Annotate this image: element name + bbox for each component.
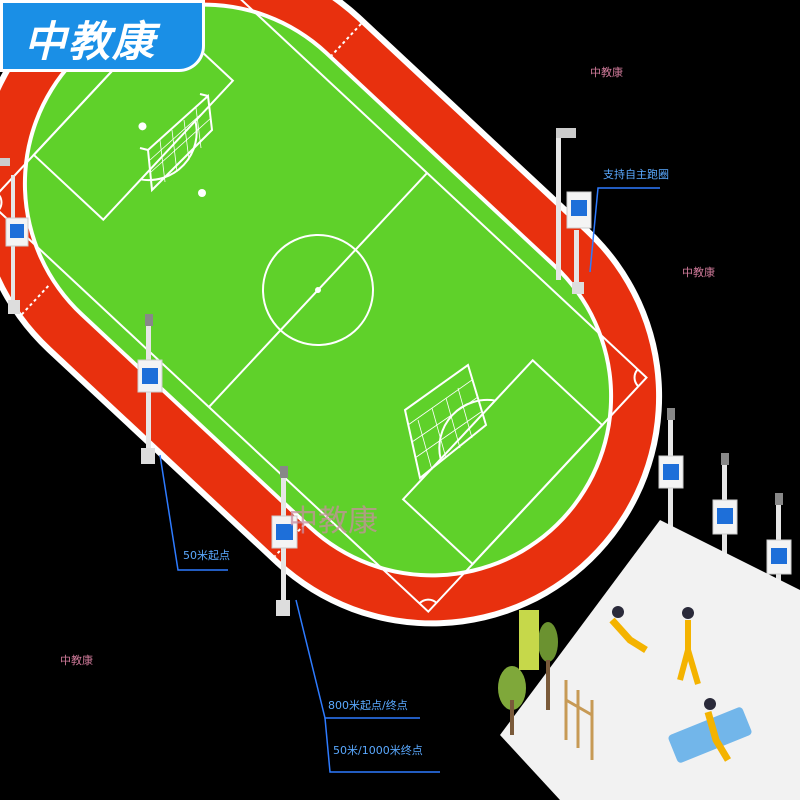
fitness-equipment (564, 680, 594, 760)
callout-line-50-1000m (324, 717, 440, 773)
brand-logo-text: 中教康 (24, 17, 157, 66)
pole-top-right (556, 128, 592, 294)
pole-right-1 (658, 408, 684, 560)
start-line-c (18, 285, 50, 319)
corner-arc-bl (0, 192, 3, 212)
watermark-large: 中教康 (288, 504, 378, 539)
callout-line-self-run (589, 187, 660, 273)
penalty-arc-left (140, 120, 198, 182)
callout-line-50m-start (159, 454, 228, 571)
watermark: 中教康 (590, 66, 623, 79)
callout-50-1000m-finish: 50米/1000米终点 (333, 744, 423, 757)
callout-self-run: 支持自主跑圈 (603, 168, 669, 181)
running-track (0, 0, 663, 627)
center-spot (315, 287, 321, 293)
pole-left-top (0, 158, 29, 314)
start-line-a (331, 23, 362, 57)
exercising-figures (609, 606, 732, 762)
corner-arc-br (418, 598, 438, 605)
start-line-b (274, 523, 305, 557)
yoga-mat (668, 707, 752, 763)
brand-logo-badge: 中教康 (0, 0, 205, 72)
callout-50m-start: 50米起点 (183, 549, 230, 562)
goal-left (139, 93, 214, 193)
penalty-box-right (401, 358, 604, 566)
callout-lines (159, 187, 660, 773)
penalty-spot-left (138, 122, 147, 131)
watermark: 中教康 (682, 266, 715, 279)
watermark: 中教康 (60, 654, 93, 667)
center-circle (262, 234, 374, 346)
callout-800m-start-finish: 800米起点/终点 (328, 699, 408, 712)
pole-bottom (271, 466, 298, 616)
penalty-arc-right (438, 398, 496, 460)
ball (198, 189, 206, 197)
pole-right-2 (712, 453, 738, 605)
corner-arc-tr (633, 368, 640, 388)
pole-right-3 (766, 493, 792, 645)
trees (498, 610, 558, 735)
pole-left-middle (137, 314, 163, 464)
goal-right (403, 363, 488, 480)
